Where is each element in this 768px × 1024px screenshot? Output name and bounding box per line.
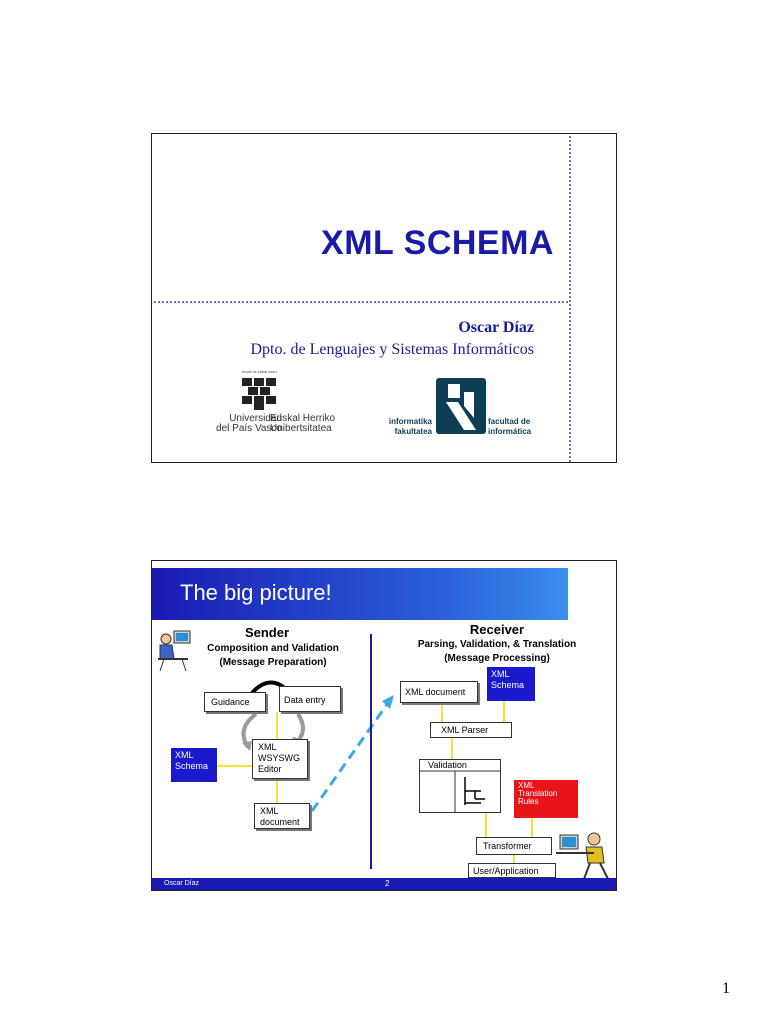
- slide-2: The big picture! Sender: [151, 560, 617, 891]
- receiver-subheading: Parsing, Validation, & Translation (Mess…: [384, 638, 610, 666]
- data-entry-box: Data entry: [279, 686, 341, 712]
- ehu-right-line-1: Euskal Herriko: [270, 413, 336, 424]
- slide-1: XML SCHEMA Oscar Díaz Dpto. de Lenguajes…: [151, 133, 617, 463]
- sender-sub-line-1: Composition and Validation: [207, 643, 339, 654]
- data-entry-label: Data entry: [284, 695, 326, 705]
- guidance-label: Guidance: [211, 697, 250, 707]
- sender-subheading: Composition and Validation (Message Prep…: [180, 642, 366, 670]
- sender-xml-document: XML document: [254, 803, 310, 829]
- ehu-left-line-1: Universidad: [229, 413, 282, 424]
- faculty-right-line-2: informática: [488, 427, 532, 436]
- page-number: 1: [722, 980, 730, 997]
- xml-translation-rules: XML Translation Rules: [514, 780, 578, 818]
- receiver-sub-line-2: (Message Processing): [444, 653, 550, 664]
- rules-line-3: Rules: [518, 797, 539, 806]
- sender-sub-line-2: (Message Preparation): [219, 657, 327, 668]
- receiver-person-icon: [556, 832, 609, 880]
- slide-2-title: The big picture!: [180, 580, 332, 605]
- sender-person-icon: [158, 630, 191, 672]
- transformer-label: Transformer: [483, 841, 532, 851]
- guidance-box: Guidance: [204, 692, 266, 712]
- ehu-motto: eman ta zabal zazu: [242, 369, 277, 374]
- receiver-schema-line-2: Schema: [491, 680, 525, 690]
- receiver-document-label: XML document: [405, 687, 466, 697]
- validation-label: Validation: [428, 760, 467, 770]
- user-application-label: User/Application: [473, 866, 539, 876]
- xml-parser-box: XML Parser: [430, 722, 512, 738]
- receiver-xml-schema: XML Schema: [487, 667, 535, 701]
- author-name: Oscar Díaz: [458, 319, 534, 336]
- user-application-box: User/Application: [468, 863, 556, 878]
- transformer-box: Transformer: [476, 837, 552, 855]
- rules-line-1: XML: [518, 781, 535, 790]
- validation-tree-icon: [419, 770, 501, 813]
- editor-line-2: WSYSWG: [258, 753, 300, 763]
- sender-xml-schema: XML Schema: [171, 748, 217, 782]
- xml-editor-box: XML WSYSWG Editor: [252, 739, 308, 779]
- footer-slide-number: 2: [385, 879, 390, 888]
- editor-line-1: XML: [258, 742, 277, 752]
- faculty-right-line-1: facultad de: [488, 417, 531, 426]
- receiver-heading: Receiver: [469, 622, 525, 637]
- faculty-left-line-2: fakultatea: [394, 427, 432, 436]
- slide-1-guides: [154, 136, 571, 462]
- slide-title: XML SCHEMA: [321, 224, 554, 262]
- faculty-name-spanish: facultad de informática: [488, 417, 558, 437]
- footer-author: Oscar Díaz: [164, 880, 200, 887]
- ehu-name-spanish: Universidad del País Vasco: [182, 414, 282, 434]
- ehu-tree-icon: [242, 378, 276, 410]
- receiver-schema-line-1: XML: [491, 669, 510, 679]
- faculty-left-line-1: informatika: [388, 417, 432, 426]
- validation-box: Validation: [419, 759, 501, 813]
- sender-schema-line-2: Schema: [175, 761, 209, 771]
- sender-receiver-divider: [370, 634, 372, 869]
- sender-heading: Sender: [244, 625, 290, 640]
- sender-schema-line-1: XML: [175, 750, 194, 760]
- ehu-right-line-2: Unibertsitatea: [270, 423, 332, 434]
- sender-document-line-2: document: [260, 817, 300, 827]
- receiver-sub-line-1: Parsing, Validation, & Translation: [417, 639, 577, 650]
- xml-parser-label: XML Parser: [441, 725, 489, 735]
- faculty-logo-icon: [436, 378, 486, 434]
- department-name: Dpto. de Lenguajes y Sistemas Informátic…: [250, 341, 535, 358]
- slide-2-footer: [152, 878, 616, 890]
- slide-2-header: [152, 568, 568, 620]
- editor-line-3: Editor: [258, 764, 282, 774]
- ehu-left-line-2: del País Vasco: [216, 423, 282, 434]
- faculty-name-basque: informatika fakultatea: [380, 417, 432, 437]
- ehu-name-basque: Euskal Herriko Unibertsitatea: [270, 414, 370, 434]
- rules-line-2: Translation: [518, 789, 558, 798]
- receiver-xml-document: XML document: [400, 681, 478, 703]
- sender-document-line-1: XML: [260, 806, 279, 816]
